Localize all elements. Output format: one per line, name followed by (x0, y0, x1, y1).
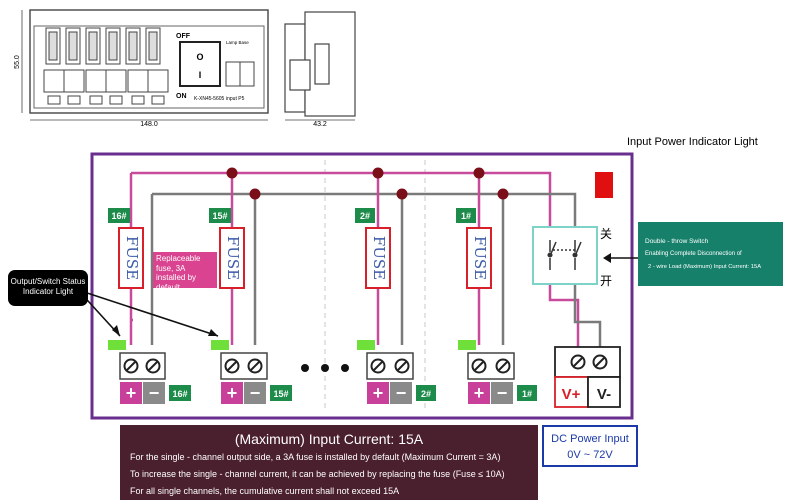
status-led-16 (108, 340, 126, 350)
junction-dots (226, 167, 509, 200)
channel-1-badge (456, 208, 476, 223)
channel-wires (129, 173, 505, 345)
junction-dot (473, 167, 485, 179)
dc-power-input-range: 0V ~ 72V (567, 449, 613, 461)
bus-wires (131, 171, 602, 350)
depth-dimension: 43.2 (313, 121, 327, 128)
plus-label-16: + (126, 383, 137, 403)
channel-2-badge (355, 208, 375, 223)
mech-off-label: OFF (176, 33, 191, 40)
plus-label-2: + (373, 383, 384, 403)
main-frame (90, 152, 634, 420)
channel-2-id: 2# (360, 211, 370, 221)
front-view-inner (33, 25, 265, 109)
bottom-channel-16-id: 16# (172, 389, 187, 399)
plus-label-1: + (474, 383, 485, 403)
channel-15-id: 15# (212, 211, 227, 221)
dc-minus-box (587, 376, 621, 408)
side-view (284, 11, 356, 117)
status-callout: Output/Switch Status Indicator Light (10, 277, 86, 296)
positive-bus-wire (131, 171, 580, 350)
double-throw-switch (532, 226, 598, 285)
current-info-line1: For the single - channel output side, a … (130, 452, 501, 462)
mech-switch-bottom: I (199, 70, 202, 80)
channel-15-badge (209, 208, 231, 223)
current-info-line2: To increase the single - channel current… (130, 469, 505, 479)
status-callout-box (8, 270, 88, 306)
junction-dot (396, 188, 408, 200)
mech-input-label: input P5 (226, 96, 245, 102)
junction-dot (226, 167, 238, 179)
minus-label-2: − (396, 383, 407, 403)
switch-note-line2: Enabling Complete Disconnection of (645, 251, 742, 257)
minus-label-16: − (149, 383, 160, 403)
input-power-indicator-light (595, 172, 613, 198)
width-dimension: 148.0 (140, 121, 158, 128)
bottom-channel-badges: 16# 15# 2# 1# (169, 385, 537, 401)
current-info-line3: For all single channels, the cumulative … (130, 486, 400, 496)
fuse-16 (118, 227, 144, 289)
output-terminals (119, 352, 515, 380)
switch-note-line3: 2 - wire Load (Maximum) Input Current: 1… (648, 264, 761, 270)
dc-power-input-title: DC Power Input (551, 433, 629, 445)
fuse-1 (466, 227, 492, 289)
bottom-channel-1-id: 1# (522, 389, 532, 399)
fuse-note: Replaceable fuse, 3A installed by defaul… (156, 254, 201, 288)
mech-small-label: Lamp Base (226, 40, 249, 45)
callout-arrow-15 (77, 289, 219, 337)
switch-note-line1: Double - throw Switch (645, 238, 709, 245)
status-callout-container: Output/Switch Status Indicator Light (10, 277, 86, 296)
switch-contacts (547, 240, 582, 270)
dc-input-terminal (554, 346, 621, 378)
dc-power-input-box (542, 425, 638, 467)
channel-id-badges: 16# 15# 2# 1# (108, 208, 476, 223)
bottom-channel-2-id: 2# (421, 389, 431, 399)
status-led-2 (357, 340, 375, 350)
mech-power-switch (179, 41, 221, 87)
fuse-2-label: FUSE (370, 236, 388, 280)
mech-input-terminal-left (225, 61, 241, 87)
mech-on-label: ON (176, 93, 187, 100)
current-info-box: (Maximum) Input Current: 15A For the sin… (120, 425, 538, 500)
channel-16-id: 16# (111, 211, 126, 221)
polarity-labels: + − + − + − + − (120, 382, 513, 404)
channel-16-badge (108, 208, 130, 223)
bottom-channel-15-id: 15# (273, 389, 288, 399)
fuse-15 (219, 227, 245, 289)
status-leds (108, 340, 476, 350)
fuse-1-label: FUSE (471, 236, 489, 280)
ellipsis-dots (301, 364, 349, 372)
fuse-note-container: Replaceable fuse, 3A installed by defaul… (156, 254, 201, 288)
mechanical-drawing: O I OFF ON K-XN45-5605 Lamp Base input P… (14, 9, 356, 128)
dc-minus-label: V- (597, 386, 611, 403)
switch-note-box (638, 222, 783, 286)
negative-bus-wire (152, 192, 602, 350)
mech-model-label: K-XN45-5605 (194, 96, 225, 102)
junction-dot (249, 188, 261, 200)
status-led-1 (458, 340, 476, 350)
fuses: FUSE FUSE FUSE FUSE (118, 227, 492, 289)
switch-off-char: 关 (600, 227, 612, 241)
junction-dot (372, 167, 384, 179)
fuse-2 (365, 227, 391, 289)
height-dimension: 55.0 (14, 55, 21, 69)
switch-on-char: 开 (600, 274, 612, 288)
fuse-slots (45, 27, 161, 65)
terminal-blocks (43, 69, 169, 105)
current-info-title: (Maximum) Input Current: 15A (234, 431, 424, 447)
status-led-15 (211, 340, 229, 350)
mech-input-terminal-right (239, 61, 255, 87)
junction-dot (497, 188, 509, 200)
fuse-16-label: FUSE (123, 236, 141, 280)
channel-1-id: 1# (461, 211, 471, 221)
mech-switch-top: O (196, 52, 203, 62)
minus-label-15: − (250, 383, 261, 403)
plus-label-15: + (227, 383, 238, 403)
dc-plus-label: V+ (562, 386, 581, 403)
fuse-15-label: FUSE (224, 236, 242, 280)
input-indicator-label: Input Power Indicator Light (627, 136, 758, 148)
minus-label-1: − (497, 383, 508, 403)
fuse-note-box (153, 252, 217, 288)
